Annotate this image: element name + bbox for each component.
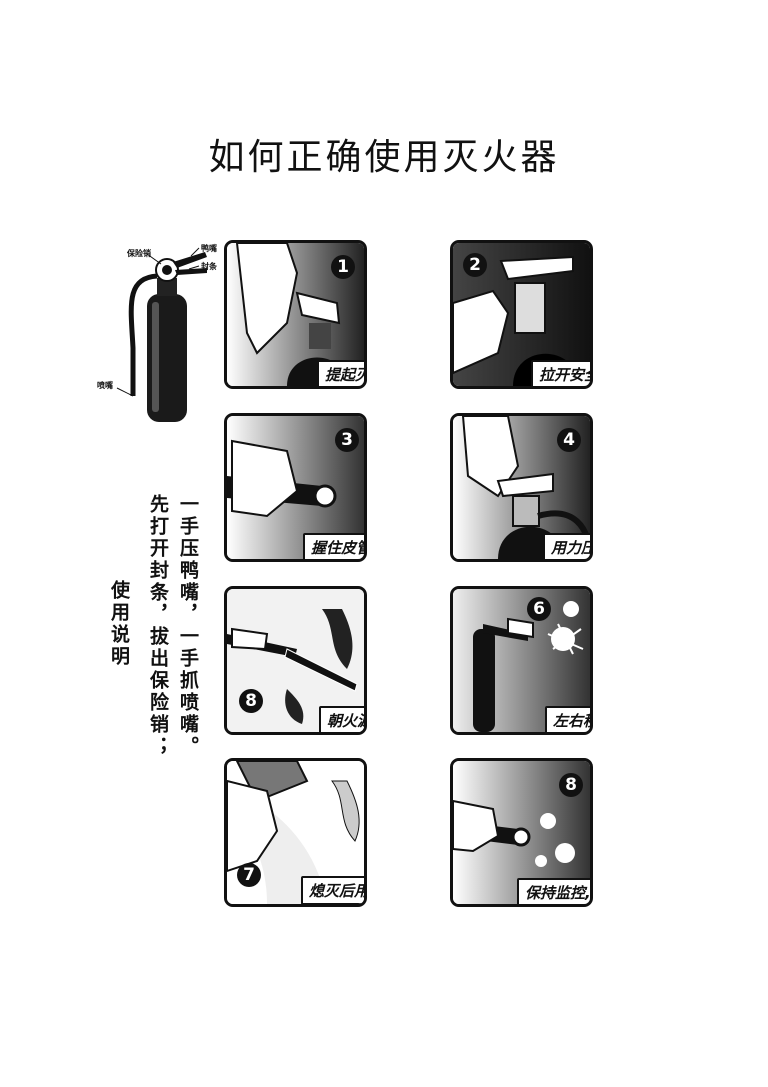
step-number: 3 — [335, 428, 359, 452]
step-panel-4: 4 用力压下鸭嘴 — [450, 413, 593, 562]
step-panel-7: 7 熄灭后用冷水却除温 — [224, 758, 367, 907]
step-caption: 保持监控,确保熄灭 — [517, 878, 590, 904]
step-panel-2: 2 拉开安全插销 — [450, 240, 593, 389]
step-number: 4 — [557, 428, 581, 452]
step-number: 2 — [463, 253, 487, 277]
step-caption: 拉开安全插销 — [531, 360, 590, 386]
step-number: 8 — [559, 773, 583, 797]
page-title: 如何正确使用灭火器 — [208, 137, 560, 178]
instruction-line-2: 一手压鸭嘴，一手抓喷嘴。 — [177, 494, 199, 758]
step-caption: 左右移动喷射 — [545, 706, 590, 732]
fire-extinguisher-icon — [116, 247, 207, 422]
step-panel-5: 8 朝火源根部喷 — [224, 586, 367, 735]
step-caption: 用力压下鸭嘴 — [543, 533, 590, 559]
instructions-heading: 使用说明 — [108, 580, 130, 668]
step-number: 8 — [239, 689, 263, 713]
nozzle-label: 喷嘴 — [97, 381, 113, 390]
instruction-line-1: 先打开封条，拔出保险销； — [147, 494, 169, 758]
step-number: 6 — [527, 597, 551, 621]
step-number: 7 — [237, 863, 261, 887]
safety-pin-label: 保险销 — [127, 249, 151, 258]
step-panel-6: 6 左右移动喷射 — [450, 586, 593, 735]
handle-label: 鸭嘴 — [201, 244, 217, 253]
step-number: 1 — [331, 255, 355, 279]
extinguisher-diagram: 保险销 鸭嘴 封条 喷嘴 — [95, 238, 225, 428]
step-caption: 熄灭后用冷水却除温 — [301, 876, 364, 904]
step-panel-8: 8 保持监控,确保熄灭 — [450, 758, 593, 907]
seal-label: 封条 — [201, 262, 217, 271]
step-caption: 朝火源根部喷 — [319, 706, 364, 732]
step-caption: 提起灭火器 — [317, 360, 364, 386]
step-caption: 握住皮管,朝向火苗 — [303, 533, 364, 559]
step-panel-3: 3 握住皮管,朝向火苗 — [224, 413, 367, 562]
step-panel-1: 1 提起灭火器 — [224, 240, 367, 389]
